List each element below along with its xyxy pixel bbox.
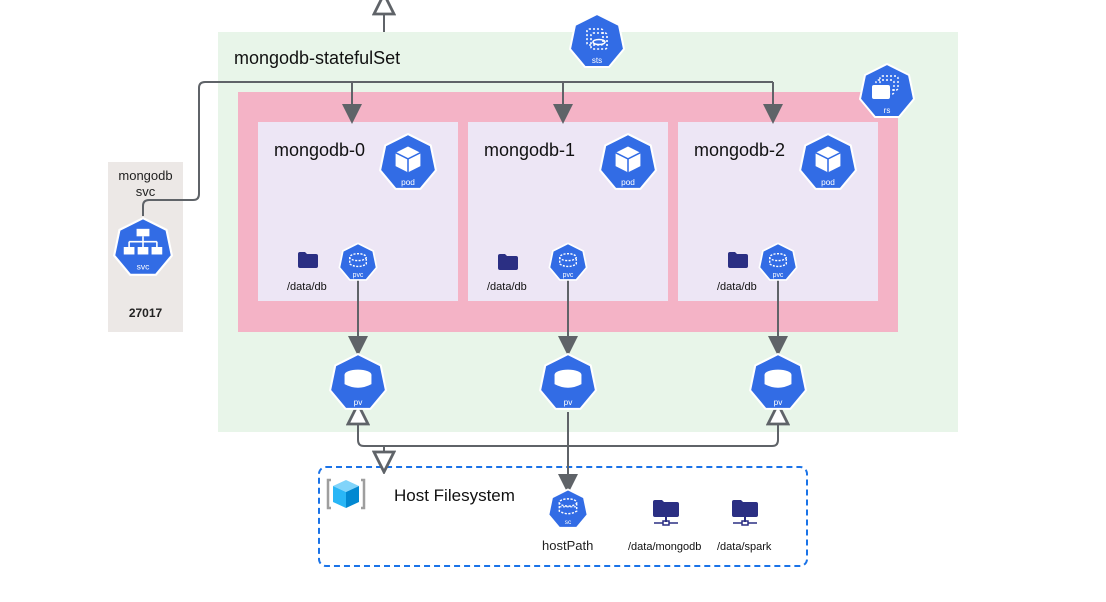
host-filesystem-title: Host Filesystem <box>394 486 515 505</box>
mount-path-label: /data/db <box>287 281 327 293</box>
cube-icon <box>326 478 366 510</box>
service-route-line <box>142 81 773 216</box>
pv-icon: pv <box>538 352 598 410</box>
service-name-line1: mongodb <box>118 168 173 183</box>
service-name-line2: svc <box>135 184 156 199</box>
pod-icon: pod <box>598 132 658 190</box>
pvc-icon-label: pvc <box>353 272 364 279</box>
service-icon: svc <box>112 216 174 276</box>
folder-icon <box>728 252 748 268</box>
mount-path-label: /data/db <box>717 281 757 293</box>
storage-class-icon-label: sc <box>565 519 572 526</box>
service-icon-label: svc <box>137 261 151 271</box>
folder-icon <box>498 254 518 270</box>
pod-icon: pod <box>378 132 438 190</box>
pv-icon-label: pv <box>774 398 784 407</box>
pvc-icon-label: pvc <box>563 272 574 279</box>
host-folder-label: /data/spark <box>717 541 772 553</box>
pvc-icon: pvc <box>548 242 588 281</box>
pod-card-2: mongodb-2 /data/db <box>678 122 878 301</box>
service-port: 27017 <box>128 306 163 320</box>
statefulset-icon-label: sts <box>592 56 602 65</box>
pvc-icon-label: pvc <box>773 272 784 279</box>
pod-name: mongodb-0 <box>274 140 366 160</box>
pod-icon-label: pod <box>401 178 415 187</box>
replicaset-icon: rs <box>858 62 916 118</box>
pod-icon-label: pod <box>621 178 635 187</box>
pv-icon-label: pv <box>354 398 364 407</box>
statefulset-label: mongodb-statefulSet <box>234 48 401 68</box>
network-folder-icon <box>732 500 758 526</box>
network-folder-icon <box>653 500 679 526</box>
pod-name: mongodb-2 <box>694 140 786 160</box>
statefulset-icon: sts <box>568 12 626 68</box>
pvc-icon: pvc <box>758 242 798 281</box>
pod-icon: pod <box>798 132 858 190</box>
storage-class-icon: sc <box>547 488 589 529</box>
pv-icon-label: pv <box>564 398 574 407</box>
mount-path-label: /data/db <box>487 281 527 293</box>
pv-icon: pv <box>328 352 388 410</box>
replicaset-icon-label: rs <box>884 106 891 115</box>
pod-icon-label: pod <box>821 178 835 187</box>
hostpath-label: hostPath <box>542 538 594 553</box>
pod-name: mongodb-1 <box>484 140 576 160</box>
pvc-icon: pvc <box>338 242 378 281</box>
folder-icon <box>298 252 318 268</box>
host-folder-label: /data/mongodb <box>628 541 702 553</box>
pv-icon: pv <box>748 352 808 410</box>
host-filesystem-box <box>318 466 808 567</box>
